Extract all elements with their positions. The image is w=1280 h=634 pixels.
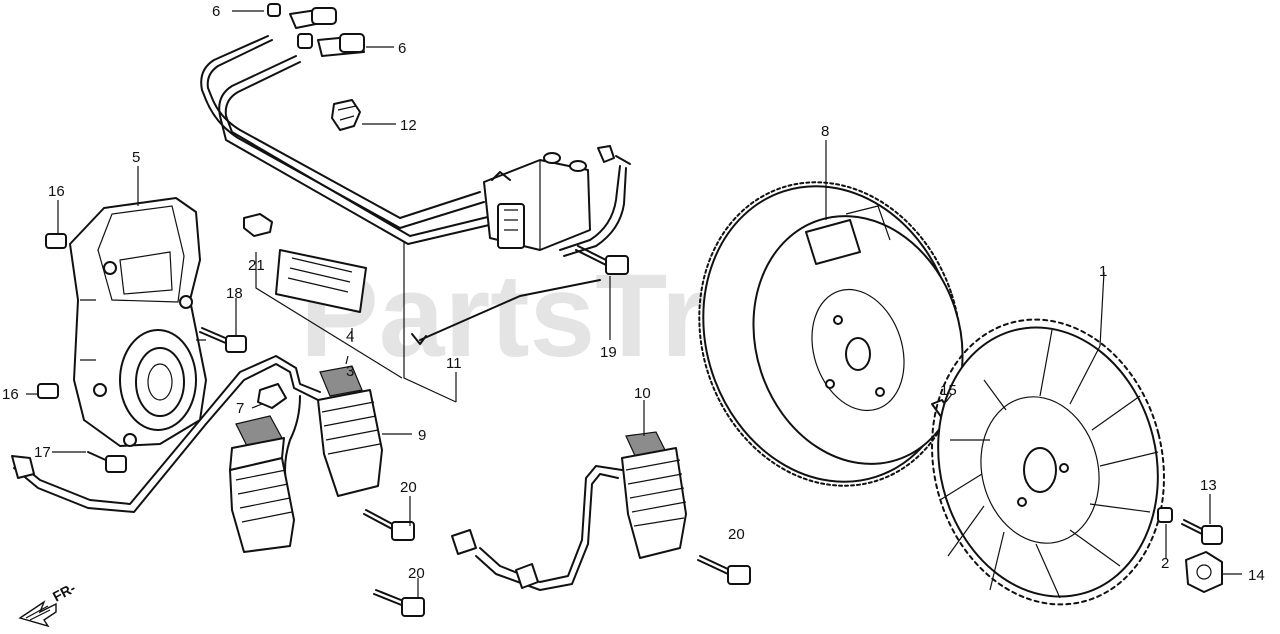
alternator-stator bbox=[451, 431, 687, 591]
flywheel bbox=[698, 181, 964, 487]
dowel-pin-upper bbox=[45, 233, 67, 249]
callout-17: 17 bbox=[34, 444, 51, 461]
washer bbox=[1157, 507, 1173, 523]
wire-stay bbox=[243, 213, 273, 237]
callout-6-lower: 6 bbox=[398, 40, 406, 57]
callout-20-lower: 20 bbox=[408, 565, 425, 582]
callout-12: 12 bbox=[400, 117, 417, 134]
high-tension-cord-lower bbox=[224, 61, 501, 237]
callout-3: 3 bbox=[346, 363, 354, 380]
ignition-coil bbox=[483, 152, 591, 251]
callout-20-upper: 20 bbox=[400, 479, 417, 496]
charge-coil-left bbox=[229, 415, 295, 553]
ignition-coil-assembly bbox=[200, 3, 631, 345]
callout-2: 2 bbox=[1161, 555, 1169, 572]
dowel-pin-lower bbox=[37, 383, 59, 399]
callout-14: 14 bbox=[1248, 567, 1265, 584]
wire-clip bbox=[331, 99, 361, 131]
flywheel-nut bbox=[1185, 551, 1223, 593]
high-tension-cord-upper bbox=[206, 39, 481, 219]
high-tension-cord-upper-outline bbox=[200, 35, 485, 229]
bolt-20-right bbox=[697, 555, 751, 585]
spark-plug-cap-upper bbox=[267, 3, 337, 29]
bolt-17 bbox=[87, 451, 127, 473]
callout-16-upper: 16 bbox=[48, 183, 65, 200]
connector-plate bbox=[275, 249, 367, 313]
bolt-20-lower bbox=[373, 589, 425, 617]
wire-terminal bbox=[597, 145, 615, 163]
callout-10: 10 bbox=[634, 385, 651, 402]
callout-8: 8 bbox=[821, 123, 829, 140]
front-arrow-icon bbox=[18, 600, 57, 628]
bolt-19 bbox=[575, 245, 629, 275]
callout-19: 19 bbox=[600, 344, 617, 361]
callout-11: 11 bbox=[446, 355, 462, 372]
callout-6-upper: 6 bbox=[212, 3, 220, 20]
crankcase-cover bbox=[69, 197, 207, 447]
coil-ground-wire bbox=[559, 165, 621, 251]
callout-7: 7 bbox=[236, 400, 244, 417]
stop-wire bbox=[419, 279, 601, 341]
callout-13: 13 bbox=[1200, 477, 1217, 494]
callout-5: 5 bbox=[132, 149, 140, 166]
callout-9: 9 bbox=[418, 427, 426, 444]
high-tension-cord-lower-outline bbox=[218, 55, 503, 245]
coil-ground-wire-outline bbox=[563, 167, 627, 257]
front-label: FR- bbox=[50, 579, 78, 604]
charge-coil-right bbox=[317, 365, 383, 497]
harness-clamp bbox=[257, 383, 287, 409]
flywheel-magnet bbox=[805, 219, 861, 265]
leader-lines bbox=[26, 10, 1242, 598]
callout-16-lower: 16 bbox=[2, 386, 19, 403]
callout-1: 1 bbox=[1099, 263, 1107, 280]
bolt-20-upper bbox=[363, 509, 415, 541]
charge-coil-harness bbox=[11, 355, 321, 513]
bolt-18 bbox=[199, 327, 247, 353]
cooling-fan bbox=[931, 318, 1165, 606]
callout-15: 15 bbox=[940, 382, 957, 399]
callout-4: 4 bbox=[346, 328, 354, 345]
front-direction-indicator: FR- bbox=[18, 579, 78, 628]
callout-20-right: 20 bbox=[728, 526, 745, 543]
callout-labels: 6 6 12 8 1 5 16 16 17 18 7 21 4 3 11 9 1… bbox=[2, 3, 1265, 584]
spark-plug-cap-lower bbox=[297, 33, 365, 57]
callout-18: 18 bbox=[226, 285, 243, 302]
callout-21: 21 bbox=[248, 257, 265, 274]
bolt-13 bbox=[1181, 519, 1223, 545]
